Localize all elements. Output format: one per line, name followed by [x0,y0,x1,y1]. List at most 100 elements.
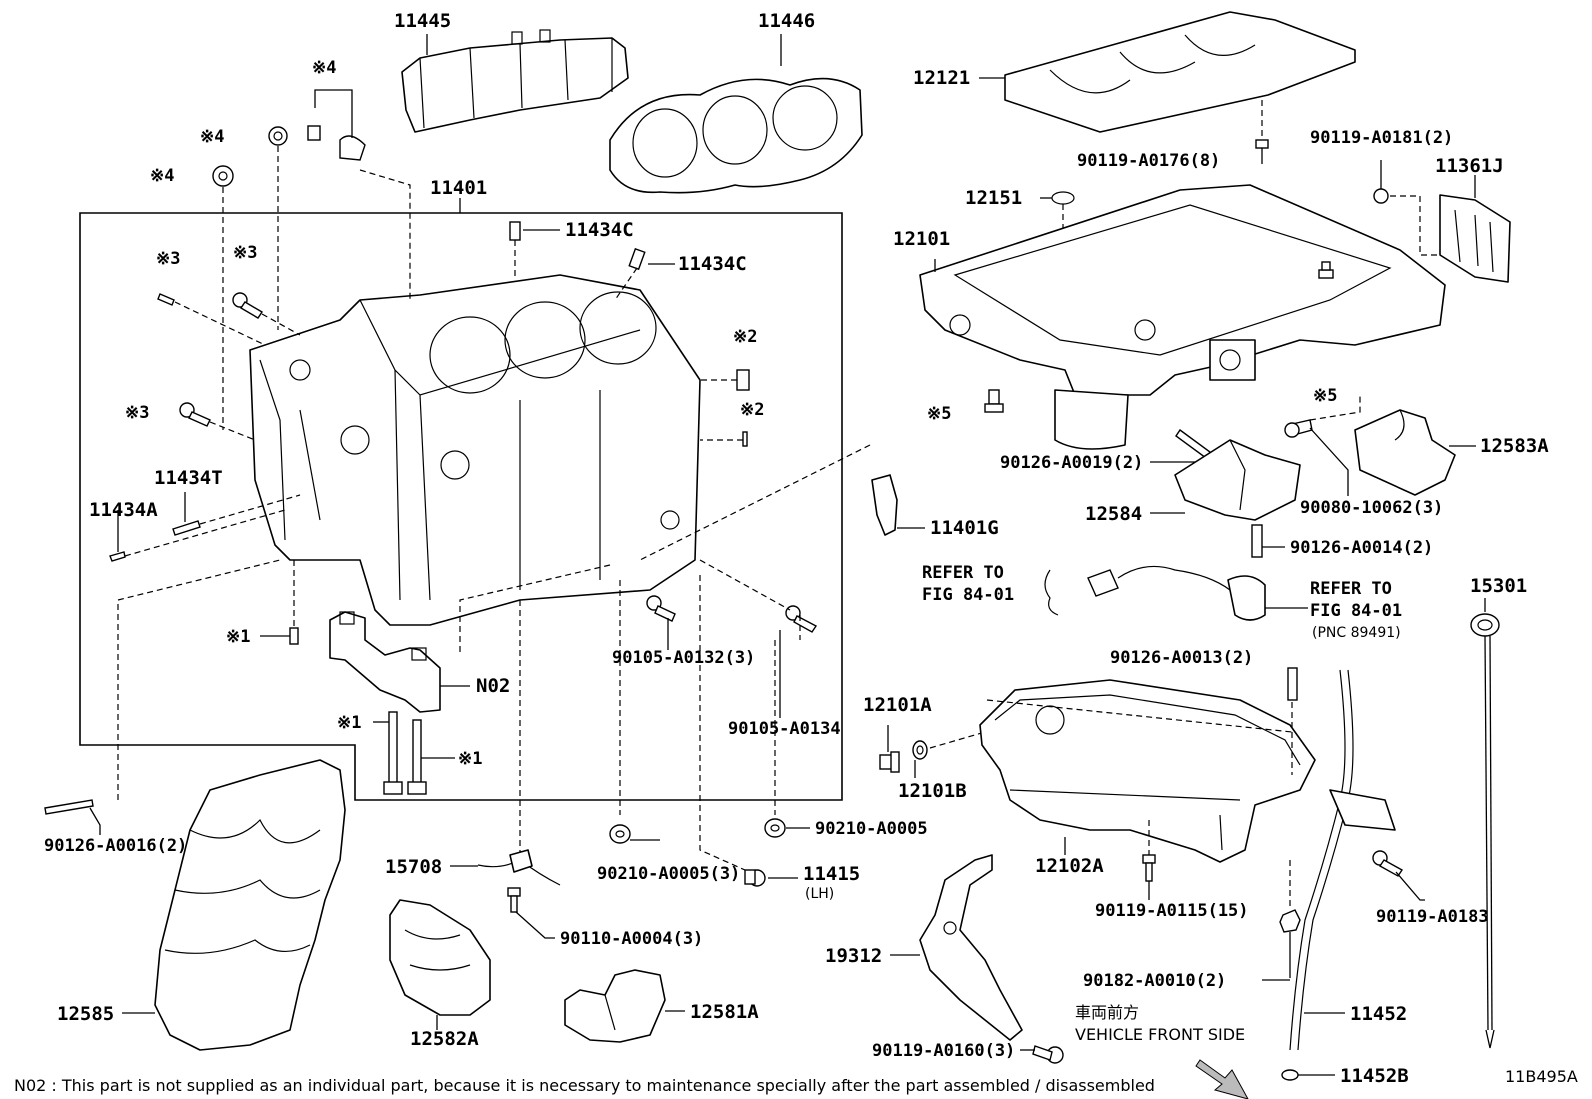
label-90119-a0181: 90119-A0181(2) [1310,128,1453,148]
marker-m1-a: ※1 [226,627,250,647]
part-11401g-oil-jet[interactable] [871,474,898,536]
part-12583a-mount[interactable] [1354,409,1456,496]
bolt-m5-left[interactable] [984,389,1004,413]
bolt-90119-a0115[interactable] [1142,854,1156,882]
part-11452-dipstick-guide[interactable] [1289,669,1396,1051]
refer-to-right-line2: FIG 84-01 [1310,601,1402,621]
part-15301-dipstick[interactable] [1470,613,1500,1049]
washer-m4-a[interactable] [268,126,288,146]
marker-m3-b: ※3 [233,243,257,263]
marker-m2-b: ※2 [740,400,764,420]
bolt-m1-long-a[interactable] [383,711,403,795]
label-12101a: 12101A [863,694,932,716]
label-11452b: 11452B [1340,1065,1409,1087]
label-11446: 11446 [758,10,815,32]
marker-m5-a: ※5 [927,404,951,424]
part-12101-oil-pan-upper[interactable] [919,184,1446,450]
dowel-m3-left[interactable] [157,293,175,306]
label-11415: 11415 [803,863,860,885]
bolt-90119-a0181[interactable] [1373,160,1389,204]
label-n02: N02 [476,675,510,697]
label-90210-a0005: 90210-A0005 [815,819,928,839]
part-12151-o-ring[interactable] [1051,191,1075,205]
part-19312-bracket[interactable] [919,854,1023,1041]
bolt-m5-right[interactable] [1318,261,1334,279]
part-11445-cover[interactable] [401,29,629,133]
drawing-number: 11B495A [1505,1067,1578,1086]
gasket-12101b[interactable] [912,740,928,760]
part-12102a-oil-pan-lower[interactable] [979,679,1316,863]
bolt-m3-top[interactable] [232,292,263,319]
part-11401-cylinder-block[interactable] [249,274,701,626]
plug-12101a[interactable] [879,751,900,773]
label-11452: 11452 [1350,1003,1407,1025]
stud-90126-a0016[interactable] [44,799,94,815]
vehicle-front-arrow-icon [1195,1059,1249,1099]
pin-m1[interactable] [289,627,299,645]
label-90119-a0115: 90119-A0115(15) [1095,901,1249,921]
bolt-90105-a0134[interactable] [785,605,818,633]
marker-m2-a: ※2 [733,327,757,347]
pnc-note: (PNC 89491) [1312,625,1401,641]
label-90126-a0014: 90126-A0014(2) [1290,538,1433,558]
label-12584: 12584 [1085,503,1142,525]
stud-90126-a0013[interactable] [1287,667,1298,701]
bolt-90119-a0176[interactable] [1255,139,1269,164]
part-12584-mount[interactable] [1174,439,1301,521]
refer-to-left-line1: REFER TO [922,563,1004,583]
washer-m4-b[interactable] [212,165,234,187]
label-12582a: 12582A [410,1028,479,1050]
part-12585-insulator[interactable] [154,759,346,1051]
part-12581a-insulator[interactable] [564,969,666,1043]
o-ring-11452b[interactable] [1281,1069,1299,1081]
marker-m3-a: ※3 [156,249,180,269]
bolt-90119-a0160[interactable] [1032,1045,1064,1064]
part-15708-oil-pipe[interactable] [477,849,561,886]
label-11434c-1: 11434C [565,219,634,241]
label-11401: 11401 [430,177,487,199]
label-90080-10062: 90080-10062(3) [1300,498,1443,518]
bolt-m4-top[interactable] [307,125,366,161]
label-19312: 19312 [825,945,882,967]
part-11361j-plate[interactable] [1439,194,1511,283]
label-11361j: 11361J [1435,155,1504,177]
stud-90126-a0019[interactable] [1175,429,1211,459]
dowel-m2-b[interactable] [742,431,748,447]
dowel-m2-a[interactable] [736,369,750,391]
washer-90210-a0005[interactable] [764,818,786,838]
label-90119-a0176: 90119-A0176(8) [1077,151,1220,171]
refer-to-left-line2: FIG 84-01 [922,585,1014,605]
bolt-90110-a0004[interactable] [507,887,521,913]
pin-11434a[interactable] [109,551,126,562]
bolt-m1-long-b[interactable] [407,719,427,795]
washer-90210-a0005-3[interactable] [609,824,631,844]
label-90126-a0016: 90126-A0016(2) [44,836,187,856]
label-12581a: 12581A [690,1001,759,1023]
vehicle-front-label-jp: 車両前方 [1075,1003,1139,1022]
nut-90182-a0010[interactable] [1279,909,1301,933]
label-15708: 15708 [385,856,442,878]
part-n02-bearing-cap[interactable] [329,611,441,713]
bolt-m3-mid[interactable] [179,402,211,427]
dowel-11434c-1[interactable] [509,221,521,241]
refer-to-right-line1: REFER TO [1310,579,1392,599]
plug-11415[interactable] [744,869,766,887]
stud-90126-a0014[interactable] [1251,524,1263,558]
label-11434c-2: 11434C [678,253,747,275]
pin-11434t[interactable] [172,520,201,536]
marker-m5-b: ※5 [1313,386,1337,406]
oil-level-sensor[interactable] [1044,565,1266,621]
bolt-90119-a0183[interactable] [1372,850,1404,877]
part-11446-insulator[interactable] [609,77,863,194]
part-12582a-insulator[interactable] [389,899,491,1016]
marker-m4-b: ※4 [150,166,174,186]
bolt-90080-10062[interactable] [1284,419,1313,438]
marker-m1-c: ※1 [458,749,482,769]
part-12121-baffle-plate[interactable] [1004,11,1356,133]
label-12583a: 12583A [1480,435,1549,457]
label-90126-a0013: 90126-A0013(2) [1110,648,1253,668]
bolt-90105-a0132[interactable] [646,595,676,622]
label-15301: 15301 [1470,575,1527,597]
dowel-11434c-2[interactable] [628,247,646,271]
